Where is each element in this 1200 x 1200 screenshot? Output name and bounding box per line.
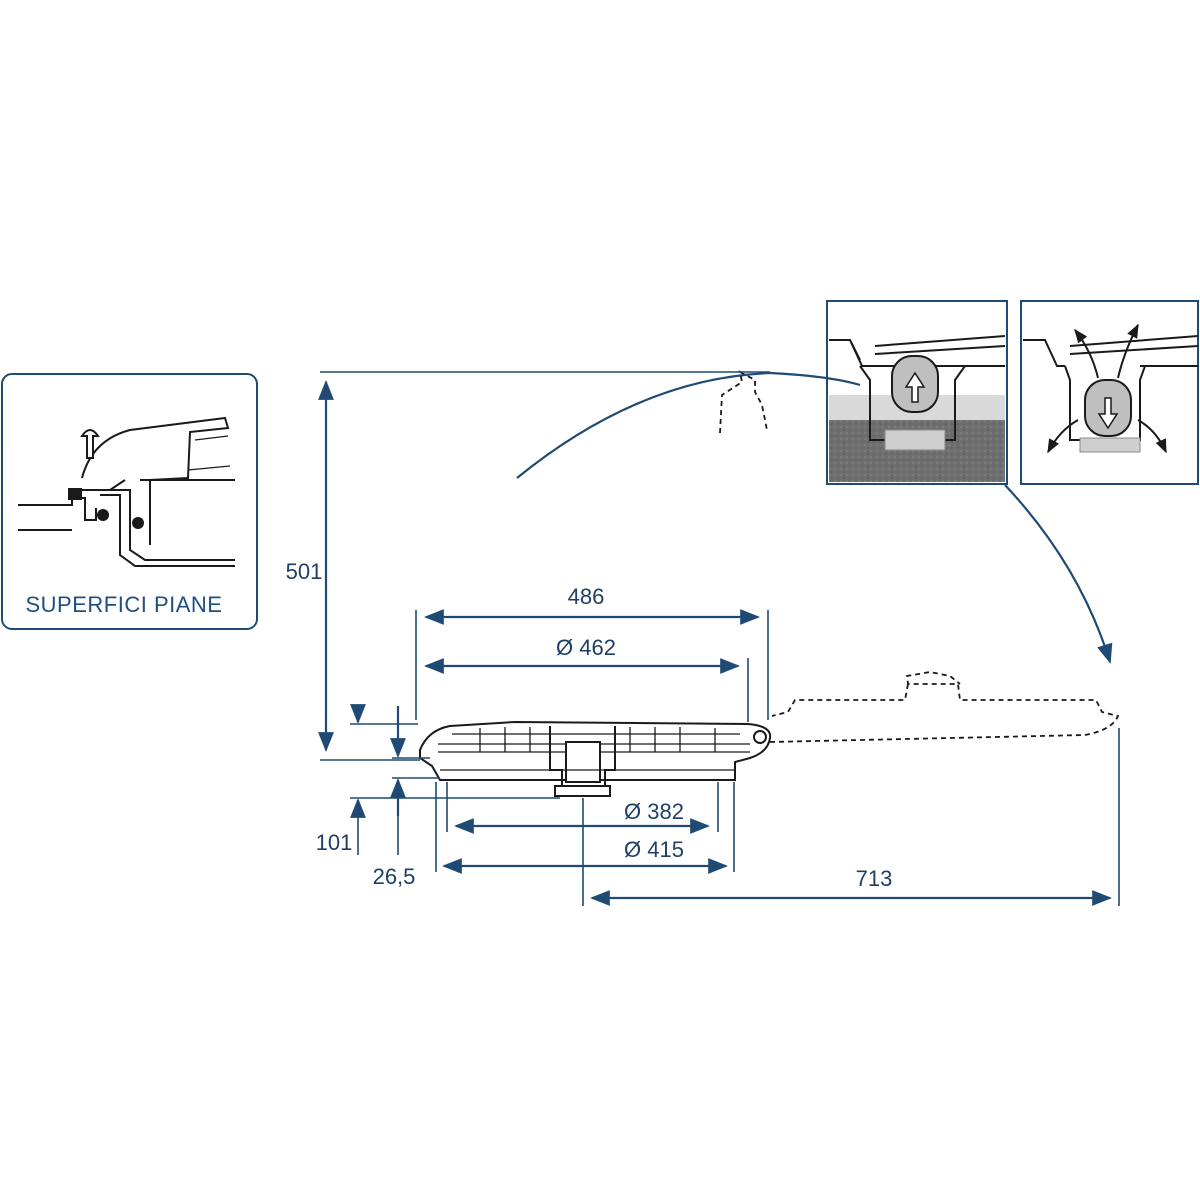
arrow-up-icon <box>904 371 926 403</box>
hinge-icon <box>753 730 767 744</box>
arrow-up-icon <box>80 429 100 459</box>
opening-arc-top <box>516 371 771 479</box>
opening-arc-link <box>769 371 861 387</box>
dim-width-overall: 486 <box>568 584 605 609</box>
airflow-arrows-icon <box>1047 323 1167 454</box>
inset-section-drawing <box>18 416 235 567</box>
dim-reach-open: 713 <box>856 866 893 891</box>
detail-view-open <box>1020 300 1199 485</box>
inset-caption: SUPERFICI PIANE <box>26 592 223 617</box>
dim-height-closed: 101 <box>316 830 353 855</box>
seal-icon <box>132 517 144 529</box>
dim-diameter-cutout: Ø 382 <box>624 799 684 824</box>
inset-flat-surfaces: SUPERFICI PIANE <box>1 373 258 630</box>
opening-arc-arrow <box>1004 484 1113 664</box>
open-lid-ghost <box>719 370 768 434</box>
dimension-lines <box>318 371 1120 906</box>
dim-diameter-frame: Ø 415 <box>624 837 684 862</box>
hatch-cross-section <box>419 720 772 797</box>
dim-flange-height: 26,5 <box>373 864 416 889</box>
open-position-ghost <box>769 671 1120 743</box>
dim-diameter-outer: Ø 462 <box>556 635 616 660</box>
detail-view-closed <box>826 300 1008 485</box>
dim-height-open: 501 <box>286 559 323 584</box>
seal-icon <box>97 509 109 521</box>
arrow-down-icon <box>1097 397 1119 430</box>
